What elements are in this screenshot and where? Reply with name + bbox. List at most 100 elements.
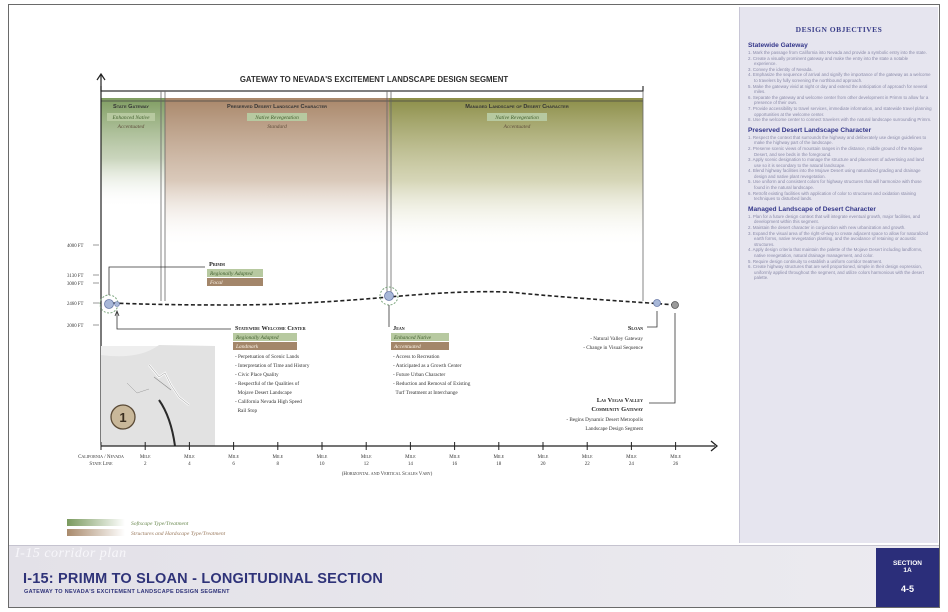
page-subtitle: GATEWAY TO NEVADA'S EXCITEMENT LANDSCAPE… xyxy=(24,589,230,595)
jean-type-box xyxy=(391,333,449,341)
objective-item: 1. Respect the context that surrounds th… xyxy=(748,134,927,146)
map-number-badge xyxy=(110,404,136,430)
zone-label-preserved: Preserved Desert Landscape Character xyxy=(227,104,327,110)
objectives-section: Managed Landscape of Desert Character 1.… xyxy=(740,206,938,281)
elevation-label: 2460 FT xyxy=(67,302,83,307)
legend-softscape-label: Softscape Type/Treatment xyxy=(131,520,189,527)
objectives-heading: Statewide Gateway xyxy=(748,42,808,49)
jean-note: Turf Treatment at Interchange xyxy=(393,389,458,396)
primm-name: Primm xyxy=(209,261,225,268)
lvv-note: Landscape Design Segment xyxy=(583,426,644,432)
mile-word-label: Mile xyxy=(626,455,637,460)
objectives-heading: Preserved Desert Landscape Character xyxy=(748,126,872,134)
mile-number-label: 8 xyxy=(277,462,280,467)
mile-word-label: Mile xyxy=(405,455,416,460)
welcome-type-box xyxy=(233,333,297,341)
page-footer: I-15 corridor plan I-15: PRIMM TO SLOAN … xyxy=(9,545,939,607)
mile-number-label: 26 xyxy=(673,462,679,467)
objective-item: 4. Apply design criteria that maintain t… xyxy=(748,247,923,258)
jean-treatment: Accentuated xyxy=(393,344,421,350)
objective-item: 7. Provide accessibility to travel servi… xyxy=(748,105,932,117)
objective-item: 5. Make the gateway vivid at night or da… xyxy=(748,83,928,95)
mile-word-label: Mile xyxy=(317,455,328,460)
zone-type-box xyxy=(247,113,307,121)
mile-number-label: 20 xyxy=(541,462,547,467)
design-objectives-panel: DESIGN OBJECTIVES Statewide Gateway 1. M… xyxy=(739,7,938,543)
jean-note: - Anticipated as a Growth Center xyxy=(393,363,462,369)
mile-number-label: 24 xyxy=(629,462,635,467)
zone-treatment-gateway: Accentuated xyxy=(117,124,145,130)
zone-managed-fill xyxy=(389,98,643,248)
objective-item: 6. Separate the gateway and welcome cent… xyxy=(748,94,929,106)
mile-number-label: 2 xyxy=(144,462,147,467)
objective-item: 1. Mark the passage from California into… xyxy=(748,50,927,55)
objective-item: 6. Retrofit existing facilities with app… xyxy=(748,190,916,202)
section-number: 1A xyxy=(903,567,912,574)
elevation-label: 4000 FT xyxy=(67,244,83,249)
welcome-note: - California Nevada High Speed xyxy=(235,398,302,405)
objective-item: 2. Maintain the desert character in conj… xyxy=(748,225,906,231)
primm-type-box xyxy=(207,269,263,277)
welcome-note: - Respectful of the Qualities of xyxy=(235,380,299,387)
zone-type-managed: Native Revegetation xyxy=(494,115,539,121)
objective-item: 3. Convey the identity of Nevada. xyxy=(748,66,813,72)
mile-word-label: Mile xyxy=(538,455,549,460)
mile-number-label: 4 xyxy=(188,462,191,467)
zone-type-box xyxy=(487,113,547,121)
jean-note: - Future Urban Character xyxy=(393,372,446,378)
objective-item: 5. Require design continuity to establis… xyxy=(748,258,883,264)
objectives-section: Preserved Desert Landscape Character 1. … xyxy=(740,127,938,202)
sloan-node xyxy=(653,299,661,307)
elevation-label: 3000 FT xyxy=(67,282,83,287)
section-tab: SECTION 1A 4-5 xyxy=(876,548,939,607)
jean-type: Enhanced Native xyxy=(393,335,432,341)
document-page: GATEWAY TO NEVADA'S EXCITEMENT LANDSCAPE… xyxy=(8,4,940,608)
zone-type-box xyxy=(107,113,155,121)
lvv-note: - Begins Dynamic Desert Metropolis xyxy=(566,417,643,423)
primm-treatment-box xyxy=(207,278,263,286)
mile-number-label: 18 xyxy=(496,462,502,467)
welcome-leader xyxy=(116,312,231,330)
welcome-name: Statewide Welcome Center xyxy=(235,325,306,332)
objective-item: 8. Use the welcome center to connect tra… xyxy=(748,117,932,123)
jean-node xyxy=(384,291,394,301)
distance-axis-arrow xyxy=(710,440,719,452)
map-number: 1 xyxy=(119,410,126,425)
zone-treatment-preserved: Standard xyxy=(267,124,287,130)
objective-item: 4. Blend highway facilities into the Moj… xyxy=(748,168,921,179)
welcome-note: - Interpretation of Time and History xyxy=(235,362,310,369)
mile-word-label: Mile xyxy=(582,455,593,460)
zone-label-managed: Managed Landscape of Desert Character xyxy=(465,104,569,110)
page-number: 4-5 xyxy=(900,584,914,594)
welcome-note: - Civic Place Quality xyxy=(235,372,279,378)
welcome-center-node xyxy=(104,299,114,309)
welcome-note: Rail Stop xyxy=(235,408,257,414)
lvv-node xyxy=(671,301,679,309)
lvv-name-1: Las Vegas Valley xyxy=(597,397,643,404)
locator-map: 1 xyxy=(101,345,215,447)
axis-start-label-2: State Line xyxy=(89,462,113,467)
welcome-treatment-box xyxy=(233,342,297,350)
mile-number-label: 12 xyxy=(364,462,370,467)
sloan-leader xyxy=(647,311,658,328)
mile-number-label: 22 xyxy=(585,462,591,467)
diagram-heading: GATEWAY TO NEVADA'S EXCITEMENT LANDSCAPE… xyxy=(240,75,509,84)
heading-bracket xyxy=(100,86,644,92)
lvv-leader xyxy=(649,313,676,404)
legend-structures-label: Structures and Hardscape Type/Treatment xyxy=(131,531,226,537)
elevation-label: 3130 FT xyxy=(67,274,83,279)
objective-item: 5. Use uniform and consistent colors for… xyxy=(748,179,922,191)
jean-note: - Access to Recreation xyxy=(393,354,440,360)
zone-preserved-fill xyxy=(165,98,389,248)
primm-node xyxy=(114,301,120,307)
objective-item: 3. Apply scenic designation to manage th… xyxy=(748,157,924,168)
zone-label-gateway: State Gateway xyxy=(113,104,149,110)
elevation-label: 2000 FT xyxy=(67,324,83,329)
zone-type-preserved: Native Revegetation xyxy=(254,115,299,121)
welcome-note: - Perpetuation of Scenic Lands xyxy=(235,353,299,360)
mile-word-label: Mile xyxy=(493,455,504,460)
objective-item: 6. Create highway structures that are we… xyxy=(748,264,924,281)
mile-word-label: Mile xyxy=(140,455,151,460)
axis-ticks xyxy=(100,442,677,450)
section-label: SECTION xyxy=(893,560,922,567)
